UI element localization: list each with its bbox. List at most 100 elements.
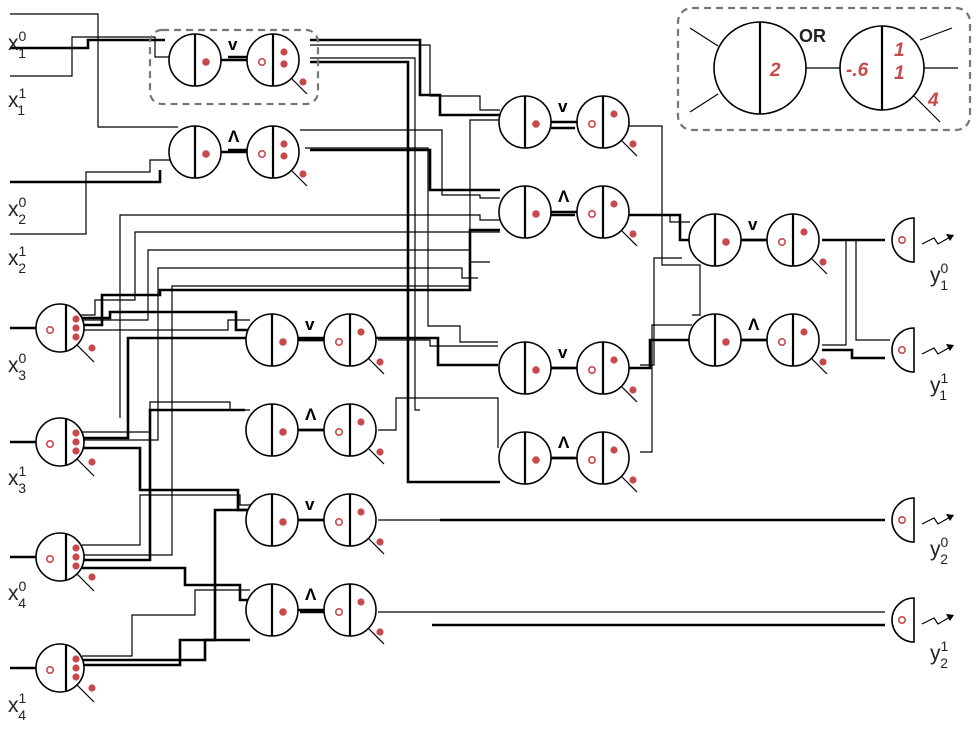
- gate-pair-or: v: [498, 95, 638, 157]
- legend-weight-bottom: 4: [927, 90, 939, 111]
- weight-dot: [72, 447, 80, 455]
- operator-or: v: [558, 97, 568, 116]
- receptor-ring: [897, 515, 906, 524]
- output-receptor: [891, 217, 954, 263]
- threshold-dot: [202, 150, 210, 158]
- bias-dot: [819, 358, 827, 366]
- gate-pair-and: Λ: [688, 313, 828, 375]
- weight-dot: [72, 544, 80, 552]
- threshold-dot: [279, 608, 287, 616]
- inhibit-ring: [334, 427, 343, 436]
- inhibit-ring: [45, 439, 54, 448]
- output-receptor: [891, 597, 954, 643]
- inhibit-ring: [45, 665, 54, 674]
- operator-or: v: [305, 315, 315, 334]
- bias-dot: [88, 344, 96, 352]
- gate-pair-or: v: [245, 493, 385, 555]
- legend-box: [676, 6, 972, 132]
- weight-dot: [72, 315, 80, 323]
- inhibit-ring: [45, 325, 54, 334]
- weight-dot: [357, 598, 365, 606]
- weight-dot: [72, 664, 80, 672]
- legend: 2 OR -.6 1 1 4: [676, 6, 972, 132]
- bias-dot: [376, 448, 384, 456]
- inhibit-ring: [334, 517, 343, 526]
- arrow-icon: [946, 514, 954, 521]
- arrow-icon: [946, 344, 954, 351]
- input-neuron: [35, 643, 96, 703]
- gate-pair-and: Λ: [245, 403, 385, 465]
- gate-pair-and: Λ: [245, 583, 385, 645]
- bias-dot: [299, 170, 307, 178]
- weight-dot: [357, 418, 365, 426]
- threshold-dot: [532, 120, 540, 128]
- weight-dot: [72, 655, 80, 663]
- operator-and: Λ: [748, 315, 760, 334]
- inhibit-ring: [777, 337, 786, 346]
- operator-and: Λ: [558, 433, 570, 452]
- weight-dot: [610, 446, 618, 454]
- weight-dot: [280, 152, 288, 160]
- inhibit-ring: [587, 455, 596, 464]
- receptor-ring: [897, 236, 906, 245]
- signal-icon: [921, 515, 953, 525]
- legend-weight-mid: 1: [894, 63, 905, 84]
- input-cell: [35, 532, 85, 582]
- weight-dot: [800, 328, 808, 336]
- weight-dot: [280, 48, 288, 56]
- weight-dot: [72, 673, 80, 681]
- input-neuron-layer: [35, 303, 96, 703]
- operator-and: Λ: [558, 187, 570, 206]
- thick-wires: [10, 38, 885, 670]
- threshold-dot: [279, 518, 287, 526]
- input-neuron: [35, 532, 96, 592]
- operator-or: v: [748, 215, 758, 234]
- operator-or: v: [305, 495, 315, 514]
- arrow-icon: [946, 614, 954, 621]
- operator-or: v: [228, 35, 238, 54]
- legend-threshold-left: 2: [769, 60, 781, 81]
- bias-dot: [88, 458, 96, 466]
- arrow-icon: [946, 234, 954, 241]
- bias-dot: [819, 258, 827, 266]
- bias-dot: [629, 386, 637, 394]
- threshold-dot: [532, 210, 540, 218]
- threshold-dot: [722, 238, 730, 246]
- input-cell: [35, 643, 85, 693]
- weight-dot: [72, 333, 80, 341]
- inhibit-ring: [587, 365, 596, 374]
- weight-dot: [72, 429, 80, 437]
- weight-dot: [280, 60, 288, 68]
- weight-dot: [72, 553, 80, 561]
- weight-dot: [610, 356, 618, 364]
- inhibit-ring: [587, 120, 596, 129]
- gate-pair-and: Λ: [498, 431, 638, 493]
- signal-icon: [921, 615, 953, 625]
- inhibit-ring: [257, 57, 266, 66]
- weight-dot: [280, 140, 288, 148]
- bias-dot: [376, 628, 384, 636]
- output-receptor: [891, 497, 954, 543]
- threshold-dot: [532, 366, 540, 374]
- bias-dot: [376, 538, 384, 546]
- operator-and: Λ: [305, 405, 317, 424]
- inhibit-ring: [257, 150, 266, 159]
- weight-dot: [357, 328, 365, 336]
- threshold-dot: [279, 428, 287, 436]
- bias-dot: [629, 230, 637, 238]
- inhibit-ring: [587, 210, 596, 219]
- receptor-layer: [891, 217, 954, 643]
- bias-dot: [629, 476, 637, 484]
- weight-dot: [72, 324, 80, 332]
- operator-and: Λ: [228, 127, 240, 146]
